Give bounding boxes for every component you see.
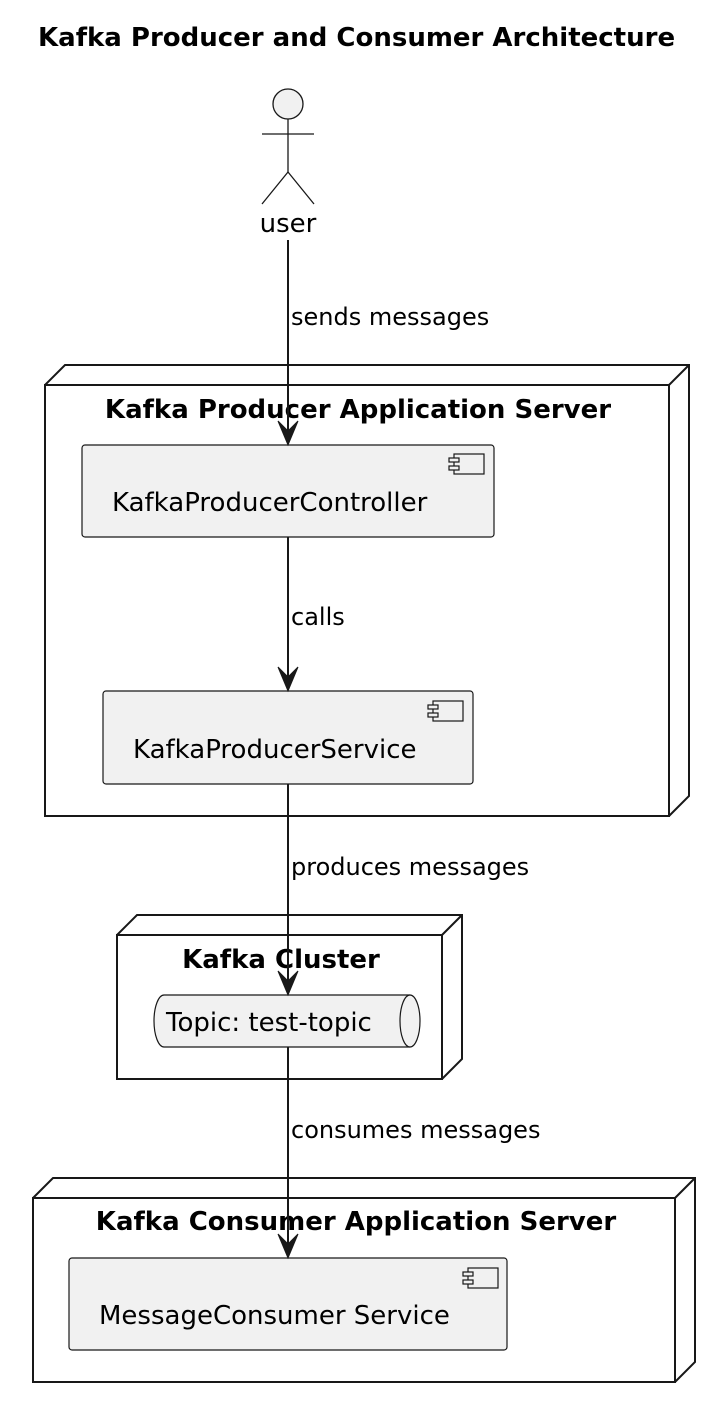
edge-label: calls (291, 603, 345, 631)
queue-end (399, 994, 411, 1048)
component-service[interactable]: KafkaProducerService (102, 690, 474, 785)
controller-label: KafkaProducerController (112, 488, 428, 518)
component-consumer[interactable]: MessageConsumer Service (68, 1257, 508, 1351)
edge-sends-messages[interactable]: sends messages (277, 240, 489, 447)
topic-label: Topic: test-topic (165, 1008, 372, 1038)
node-producer-title: Kafka Producer Application Server (105, 395, 611, 425)
node-consumer-corner (674, 1177, 696, 1199)
queue-test-topic[interactable]: Topic: test-topic (153, 994, 421, 1048)
actor-legs (261, 170, 315, 205)
edge-produces-messages[interactable]: produces messages (277, 784, 529, 997)
node-cluster-corner (441, 914, 463, 936)
consumer-label: MessageConsumer Service (99, 1301, 450, 1331)
arrowhead-icon (277, 420, 299, 447)
edge-label: consumes messages (291, 1116, 540, 1144)
edge-calls[interactable]: calls (277, 537, 345, 693)
node-producer-corner (668, 364, 690, 386)
arrowhead-icon (277, 1233, 299, 1260)
edge-label: sends messages (291, 303, 489, 331)
service-label: KafkaProducerService (133, 735, 417, 765)
edge-consumes-messages[interactable]: consumes messages (277, 1047, 540, 1260)
component-icon (427, 700, 464, 722)
edge-label: produces messages (291, 853, 529, 881)
component-controller[interactable]: KafkaProducerController (81, 444, 495, 538)
node-cluster-title: Kafka Cluster (182, 945, 380, 975)
arrowhead-icon (277, 666, 299, 693)
component-icon (448, 453, 485, 475)
node-consumer-title: Kafka Consumer Application Server (96, 1207, 617, 1237)
actor-label: user (260, 209, 317, 239)
diagram-title: Kafka Producer and Consumer Architecture (38, 23, 675, 53)
actor-head-icon (272, 88, 304, 120)
component-icon (462, 1267, 499, 1289)
user-actor[interactable]: user (260, 88, 317, 239)
arrowhead-icon (277, 970, 299, 997)
